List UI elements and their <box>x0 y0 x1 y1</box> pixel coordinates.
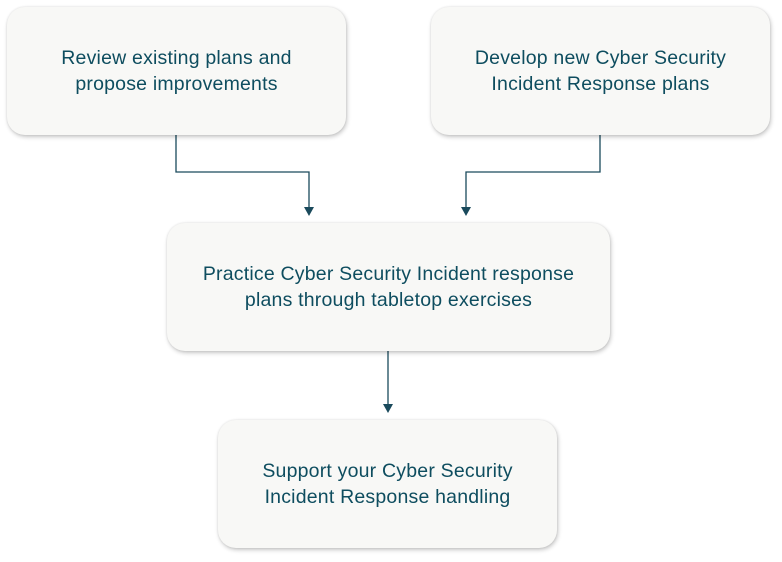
node-develop-label: Develop new Cyber Security Incident Resp… <box>474 47 727 95</box>
node-practice-label: Practice Cyber Security Incident respons… <box>202 263 575 311</box>
arrowhead-develop-to-practice <box>461 207 471 216</box>
node-support-label: Support your Cyber Security Incident Res… <box>262 460 513 508</box>
node-support-incident-response: Support your Cyber Security Incident Res… <box>218 420 557 548</box>
edge-review-to-practice <box>175 135 310 214</box>
node-review-existing-plans: Review existing plans and propose improv… <box>7 7 346 135</box>
arrowhead-practice-to-support <box>383 404 393 413</box>
arrowhead-review-to-practice <box>304 207 314 216</box>
node-review-label: Review existing plans and propose improv… <box>61 47 292 95</box>
node-practice-tabletop-exercises: Practice Cyber Security Incident respons… <box>167 223 610 351</box>
node-develop-new-plans: Develop new Cyber Security Incident Resp… <box>431 7 770 135</box>
edge-develop-to-practice <box>465 135 601 214</box>
